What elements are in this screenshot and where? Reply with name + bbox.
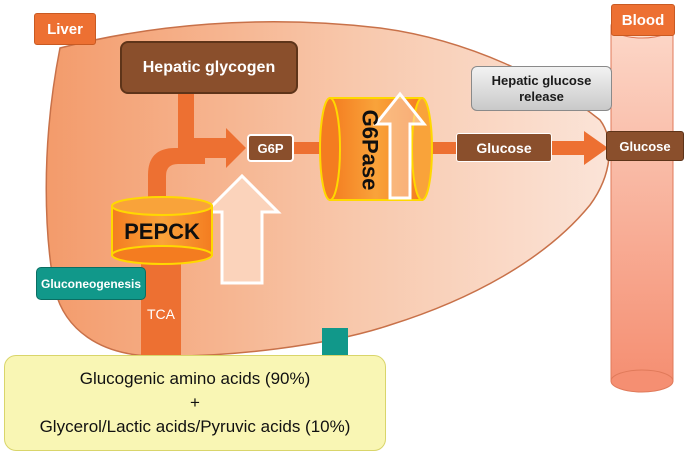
pepck-cylinder-top	[111, 196, 213, 216]
blood-vessel-bottom	[610, 369, 674, 393]
blood-label: Blood	[611, 4, 675, 36]
blood-vessel	[610, 25, 674, 382]
hepatic-glycogen-box: Hepatic glycogen	[120, 41, 298, 94]
substrate-source-box: Glucogenic amino acids (90%) + Glycerol/…	[4, 355, 386, 451]
g6p-connector	[294, 142, 324, 154]
source-line-plus: +	[190, 393, 200, 412]
g6p-box: G6P	[247, 134, 294, 162]
g6pase-label-box: G6Pase	[337, 102, 401, 198]
glucose-liver-box: Glucose	[456, 133, 552, 162]
pepck-label: PEPCK	[124, 219, 200, 244]
source-line-glycerol: Glycerol/Lactic acids/Pyruvic acids (10%…	[39, 417, 351, 436]
source-line-amino-acids: Glucogenic amino acids (90%)	[79, 369, 311, 388]
g6pase-cylinder-left	[319, 97, 341, 201]
glucose-release-arrow	[552, 131, 608, 165]
gluconeogenesis-box: Gluconeogenesis	[36, 267, 146, 300]
pepck-increase-arrow	[202, 173, 282, 285]
g6pase-increase-arrow	[372, 91, 428, 200]
tca-column	[141, 255, 181, 355]
g6pase-connector	[428, 142, 456, 154]
g6pase-label: G6Pase	[357, 109, 383, 191]
glucose-blood-box: Glucose	[606, 131, 684, 161]
liver-label: Liver	[34, 13, 96, 45]
hepatic-glucose-release-box: Hepatic glucose release	[471, 66, 612, 111]
tca-label: TCA	[147, 306, 175, 322]
gluconeogenesis-flow-arrow	[148, 148, 205, 210]
pepck-cylinder-bottom	[111, 245, 213, 265]
